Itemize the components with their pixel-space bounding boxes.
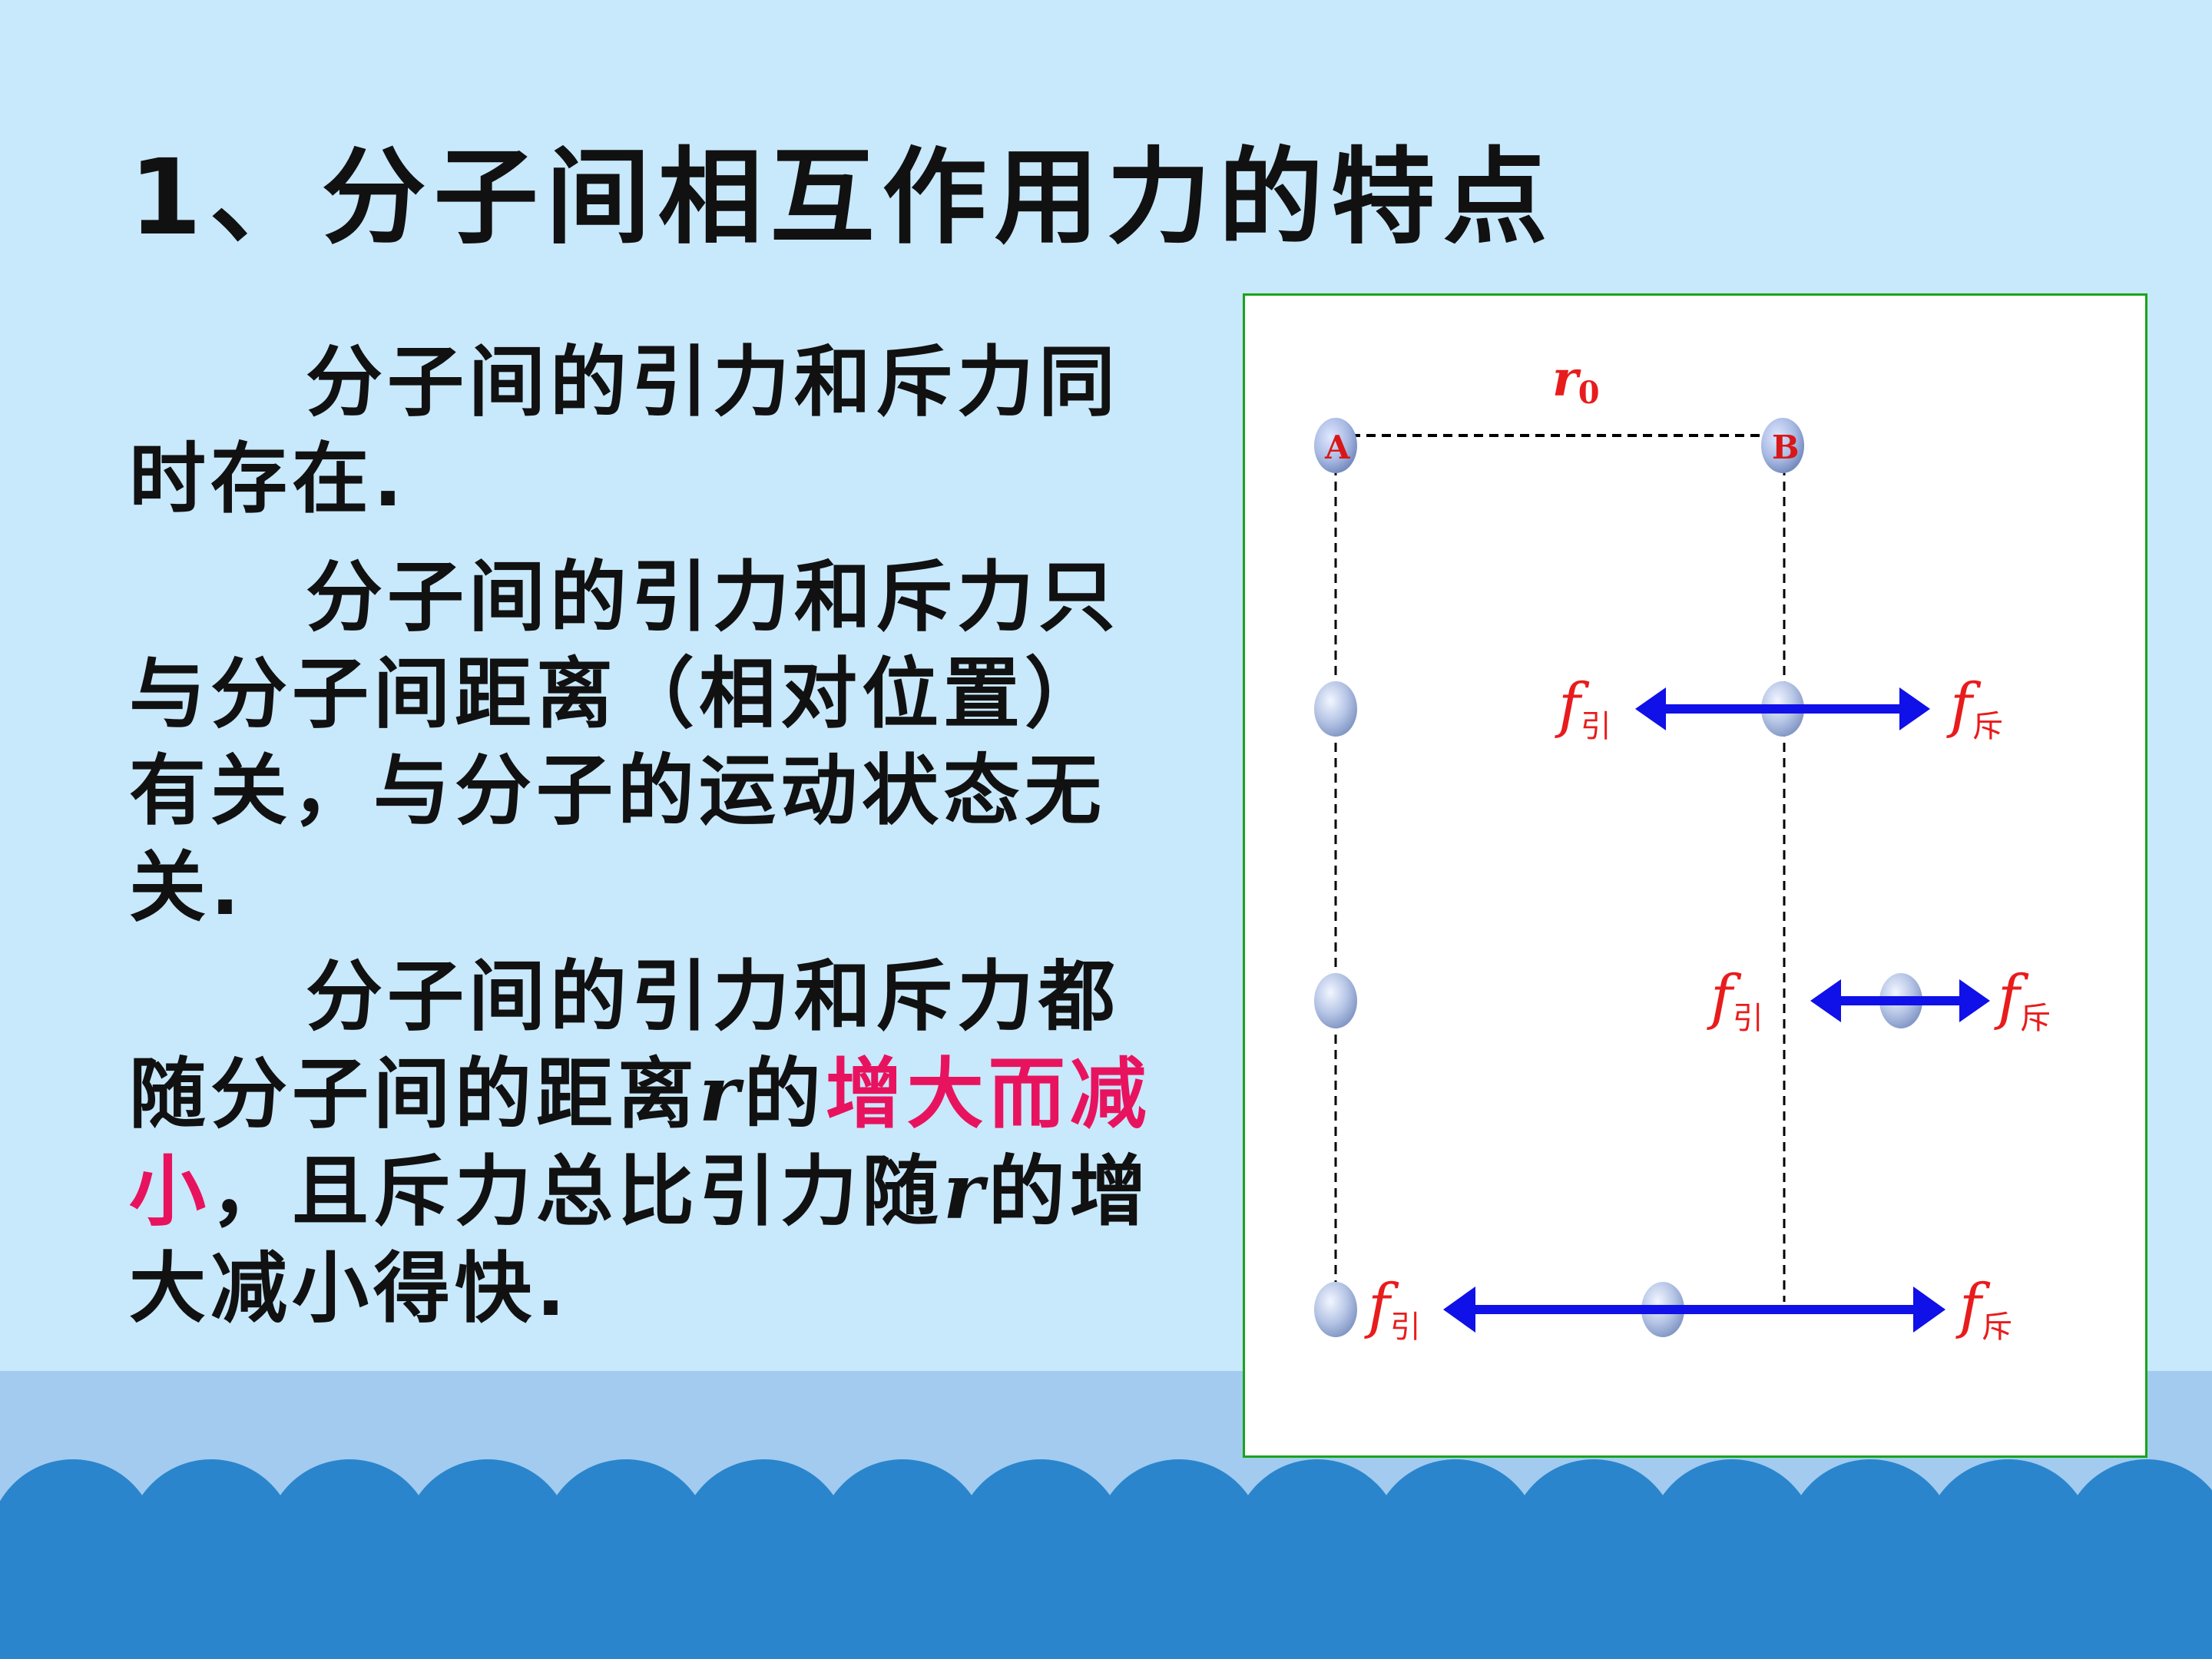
repulsion-arrowhead <box>1913 1286 1945 1333</box>
molecule-b <box>1761 418 1804 473</box>
repulsion-force-label: f斥 <box>1946 671 2003 744</box>
attraction-force-label: f引 <box>1364 1272 1421 1345</box>
wave-scallop <box>334 1555 503 1659</box>
force-diagram: r0 A B f引 f斥 f引 f斥 <box>1243 293 2147 1458</box>
wave-scallop <box>472 1555 641 1659</box>
repulsion-force-label: f斥 <box>1955 1272 2012 1345</box>
wave-scallop <box>196 1555 365 1659</box>
wave-scallop <box>1717 1555 1886 1659</box>
attraction-arrowhead <box>1810 979 1841 1022</box>
attraction-arrowhead <box>1443 1286 1475 1333</box>
wave-scallop <box>887 1555 1056 1659</box>
text-line: 大减小得快. <box>129 1243 570 1333</box>
molecule-a-label: A <box>1324 429 1351 466</box>
molecule <box>1314 681 1357 737</box>
wave-scallop <box>1025 1555 1194 1659</box>
r0-label: r0 <box>1552 350 1600 411</box>
attraction-force-label: f引 <box>1555 671 1611 744</box>
text-line: 分子间的引力和斥力都 <box>306 952 1120 1041</box>
paragraph-coexist: 分子间的引力和斥力同 时存在. <box>129 334 1204 528</box>
wave-scallop <box>1855 1555 2024 1659</box>
repulsion-arrowhead <box>1959 979 1990 1022</box>
slide-title: 1、分子间相互作用力的特点 <box>129 137 1555 259</box>
attraction-force-label: f引 <box>1707 963 1763 1036</box>
wave-scallop <box>1164 1555 1333 1659</box>
wave-scallop <box>611 1555 780 1659</box>
wave-scallop <box>2131 1555 2212 1659</box>
text-line: 小，且斥力总比引力随r的增 <box>129 1146 1151 1237</box>
variable-r: r <box>943 1146 988 1237</box>
text-line: 分子间的引力和斥力只 <box>306 552 1120 642</box>
repulsion-force-label: f斥 <box>1994 963 2051 1036</box>
text-line: 与分子间距离（相对位置） <box>129 649 1106 739</box>
highlight-text: 小 <box>129 1147 210 1237</box>
wave-scallop <box>749 1555 918 1659</box>
text-line: 时存在. <box>129 434 407 524</box>
molecule <box>1314 973 1357 1028</box>
text-line: 关. <box>129 843 244 932</box>
text-line: 分子间的引力和斥力同 <box>306 337 1120 427</box>
highlight-text: 增大而减 <box>825 1049 1151 1139</box>
repulsion-arrowhead <box>1899 687 1930 730</box>
wave-scallop <box>1993 1555 2162 1659</box>
text-line: 有关，与分子的运动状态无 <box>129 746 1106 836</box>
paragraph-variation: 分子间的引力和斥力都 随分子间的距离r的增大而减 小，且斥力总比引力随r的增 大… <box>129 949 1204 1337</box>
wave-scallop <box>1302 1555 1471 1659</box>
molecule-a <box>1314 418 1357 473</box>
text-line: 随分子间的距离r的增大而减 <box>129 1048 1151 1139</box>
attraction-arrowhead <box>1635 687 1666 730</box>
paragraph-distance: 分子间的引力和斥力只 与分子间距离（相对位置） 有关，与分子的运动状态无 关. <box>129 549 1204 936</box>
variable-r: r <box>699 1048 744 1139</box>
wave-scallop <box>1440 1555 1609 1659</box>
molecule <box>1314 1282 1357 1337</box>
wave-scallop <box>58 1555 227 1659</box>
wave-scallop <box>1578 1555 1747 1659</box>
molecule-b-label: B <box>1772 429 1800 466</box>
wave-decoration <box>0 1459 2212 1659</box>
